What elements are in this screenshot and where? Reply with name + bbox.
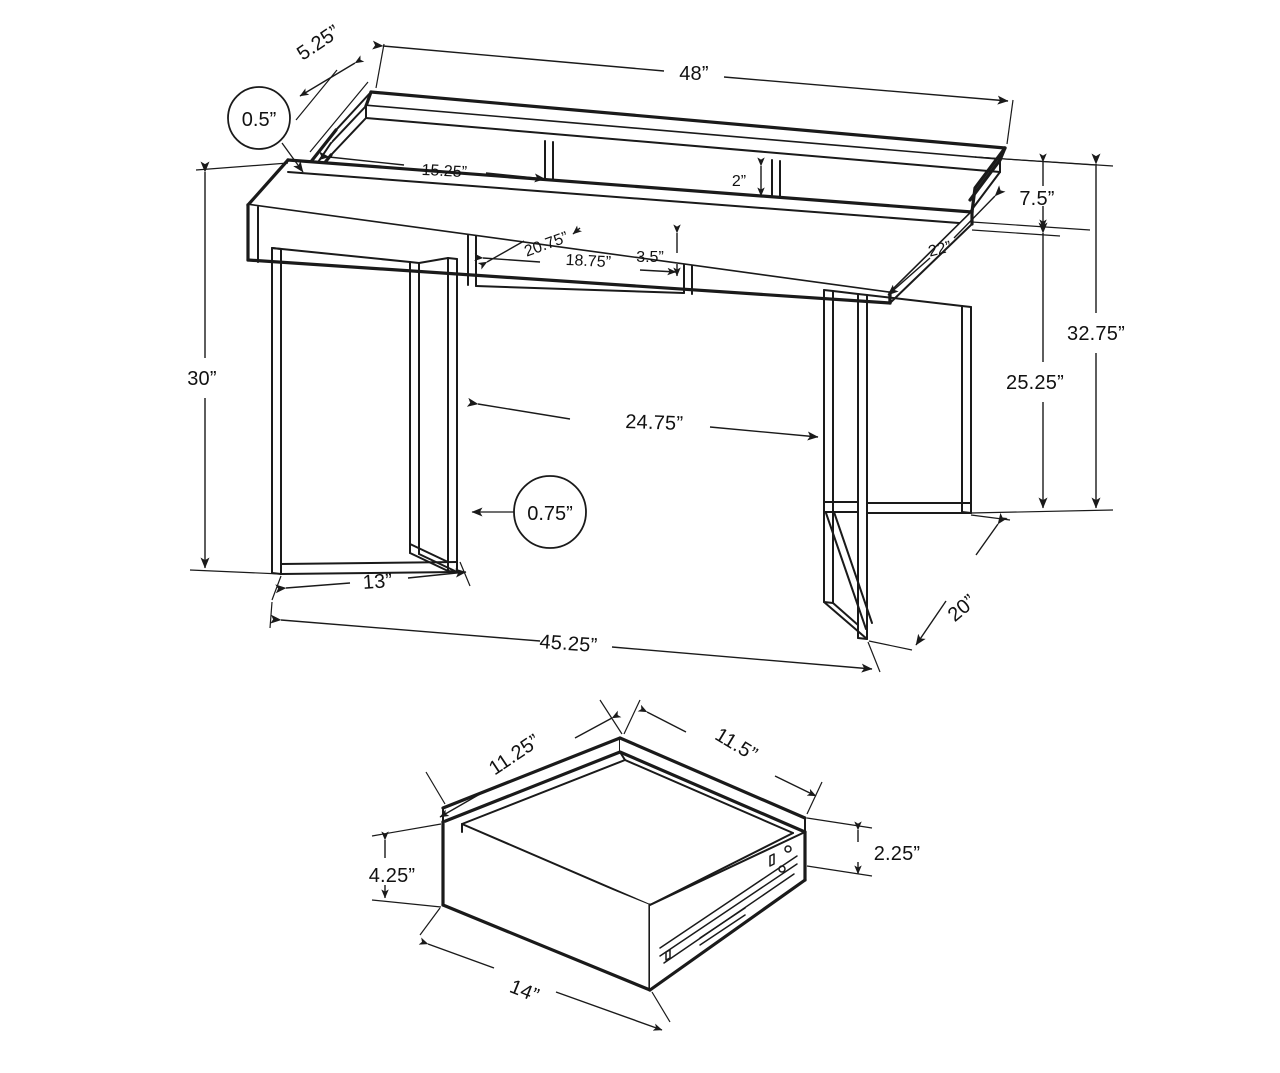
- drawer-detail-drawing: [441, 736, 807, 992]
- dim-drawer-front-width: 14”: [506, 976, 542, 1007]
- dim-clearance-width: 24.75”: [625, 411, 684, 435]
- dim-desk-depth: 22”: [927, 239, 954, 261]
- desk-assembly-drawing: [246, 90, 1007, 640]
- dim-foot-depth-right: 20”: [944, 590, 981, 626]
- drawer-right-front-panel: [648, 830, 807, 992]
- balloon-leg-thickness: [513, 475, 587, 549]
- balloon-text-leg-thickness: 0.75”: [527, 503, 573, 525]
- main-view-dimension-lines: [189, 40, 1114, 673]
- balloon-leaders: [281, 142, 514, 517]
- dim-hutch-depth: 5.25”: [293, 21, 344, 65]
- dim-drawer-front-height: 4.25”: [369, 865, 416, 887]
- dim-hutch-height: 7.5”: [1019, 188, 1054, 210]
- balloon-text-top-thickness: 0.5”: [242, 109, 276, 131]
- hutch-top-board: [330, 90, 1007, 173]
- dim-drawer-side-height: 2.25”: [874, 843, 921, 865]
- dim-drawer-inner-right: 11.5”: [711, 724, 761, 766]
- dim-top-width: 48”: [679, 63, 709, 85]
- drawer-detail-dimension-lines: [371, 699, 873, 1031]
- dim-shelf-opening: 2”: [732, 173, 746, 190]
- dim-drawer-height: 3.5”: [636, 249, 664, 266]
- left-leg-frame: [271, 247, 458, 575]
- drawer-back-right-panel: [618, 736, 807, 834]
- dim-shelf-span: 15.25”: [421, 162, 467, 181]
- hutch-right-side-panel: [968, 146, 1007, 214]
- dim-total-height-left: 30”: [187, 368, 217, 390]
- dim-leg-height-right: 25.25”: [1006, 372, 1064, 394]
- dim-drawer-width: 18.75”: [565, 252, 611, 271]
- drawer-back-left-panel: [441, 736, 626, 825]
- dim-total-height-right: 32.75”: [1067, 323, 1125, 345]
- drawer-front-panel: [441, 820, 652, 992]
- right-leg-frame: [823, 289, 972, 640]
- balloon-top-thickness: [227, 86, 291, 150]
- balloon-callouts: [227, 86, 587, 549]
- dim-overall-width: 45.25”: [539, 631, 598, 657]
- dim-foot-depth-left: 13”: [362, 570, 393, 594]
